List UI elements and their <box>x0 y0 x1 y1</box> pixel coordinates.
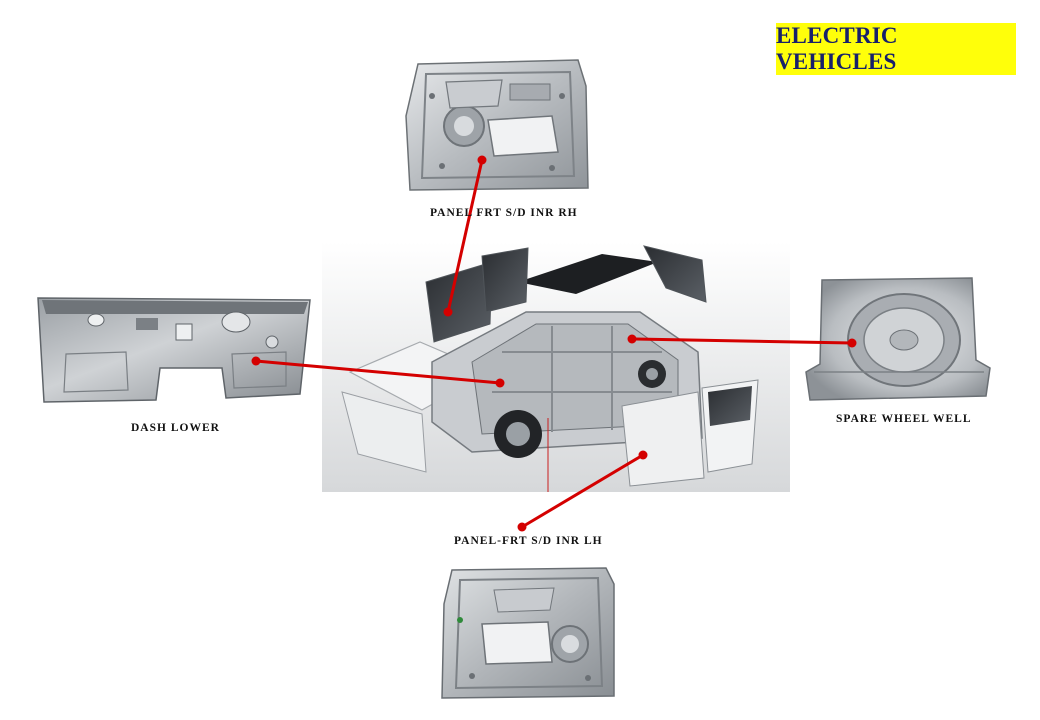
door-inner-lh-image <box>441 567 615 699</box>
leader-dot <box>627 334 637 344</box>
vehicle-body-image <box>322 242 790 492</box>
leader-line-door-rh <box>446 159 484 313</box>
leader-dot <box>443 307 453 317</box>
leader-dot <box>638 450 648 460</box>
label-dash-lower: DASH LOWER <box>131 422 220 434</box>
label-spare-wheel-well: SPARE WHEEL WELL <box>836 413 972 425</box>
leader-line-spare-wheel-well <box>631 337 853 345</box>
title-badge: ELECTRIC VEHICLES <box>776 23 1016 75</box>
leader-dot <box>477 155 487 165</box>
label-door-inner-lh: PANEL-FRT S/D INR LH <box>454 535 603 547</box>
leader-line-door-lh <box>521 453 644 529</box>
leader-dot <box>517 522 527 532</box>
label-door-inner-rh: PANEL FRT S/D INR RH <box>430 207 578 219</box>
leader-dot <box>495 378 505 388</box>
leader-line-dash-lower <box>255 359 501 385</box>
page-title: ELECTRIC VEHICLES <box>776 23 898 74</box>
spare-wheel-well-image <box>805 277 991 401</box>
leader-dot <box>847 338 857 348</box>
door-inner-rh-image <box>405 59 589 191</box>
dash-lower-image <box>37 297 311 403</box>
leader-dot <box>251 356 261 366</box>
